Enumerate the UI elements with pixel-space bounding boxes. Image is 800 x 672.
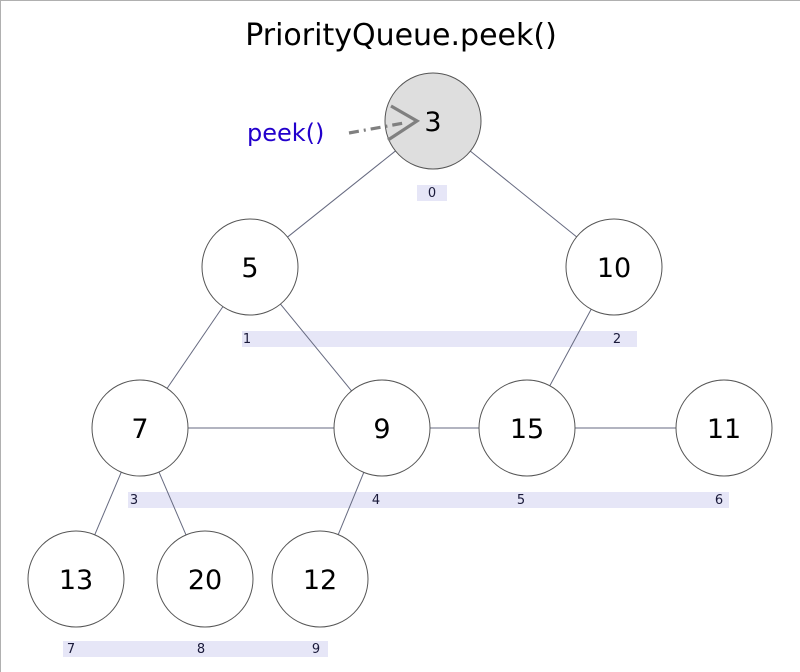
tree-edge	[158, 471, 187, 536]
index-band	[63, 641, 328, 657]
node-circle[interactable]	[675, 379, 773, 477]
index-band	[417, 185, 447, 201]
tree-edge	[280, 303, 352, 392]
node-value-label: 15	[510, 414, 544, 445]
tree-node[interactable]: 9	[333, 379, 431, 477]
tree-edge-group	[94, 150, 676, 536]
peek-callout: peek()	[247, 104, 421, 147]
node-value-label: 9	[373, 414, 390, 445]
node-circle[interactable]	[156, 530, 254, 628]
node-circle[interactable]	[478, 379, 576, 477]
tree-edge	[337, 472, 365, 535]
tree-node[interactable]: 13	[27, 530, 125, 628]
node-value-label: 13	[59, 565, 93, 596]
node-value-label: 7	[131, 414, 148, 445]
tree-edge	[470, 150, 577, 238]
tree-node[interactable]: 3	[384, 72, 482, 170]
node-index-label: 0	[428, 186, 436, 201]
tree-edge	[94, 471, 122, 536]
page-title: PriorityQueue.peek()	[245, 18, 557, 53]
tree-edge	[166, 306, 224, 389]
tree-node[interactable]: 12	[271, 530, 369, 628]
tree-edge	[549, 308, 592, 387]
node-value-label: 11	[707, 414, 741, 445]
node-index-label: 8	[197, 642, 205, 657]
node-index-label: 7	[67, 642, 75, 657]
node-circle[interactable]	[201, 218, 299, 316]
node-value-label: 3	[424, 107, 441, 138]
node-circle[interactable]	[333, 379, 431, 477]
node-value-label: 20	[188, 565, 222, 596]
node-index-label: 2	[613, 332, 621, 347]
node-index-label: 5	[517, 493, 525, 508]
index-band	[242, 331, 637, 347]
node-index-label: 4	[372, 493, 380, 508]
node-value-label: 12	[303, 565, 337, 596]
tree-node[interactable]: 11	[675, 379, 773, 477]
node-index-label: 1	[243, 332, 251, 347]
tree-node[interactable]: 20	[156, 530, 254, 628]
node-index-label: 3	[130, 493, 138, 508]
tree-node[interactable]: 15	[478, 379, 576, 477]
node-index-label: 9	[312, 642, 320, 657]
peek-arrow-line	[348, 121, 405, 135]
node-value-label: 10	[597, 253, 631, 284]
node-index-label: 6	[715, 493, 723, 508]
tree-edge	[287, 150, 396, 238]
peek-arrow-head-icon	[387, 104, 421, 142]
index-band	[128, 492, 729, 508]
node-circle[interactable]	[27, 530, 125, 628]
tree-node[interactable]: 5	[201, 218, 299, 316]
node-value-label: 5	[241, 253, 258, 284]
node-circle[interactable]	[91, 379, 189, 477]
node-circle[interactable]	[565, 218, 663, 316]
node-circle-highlighted[interactable]	[384, 72, 482, 170]
tree-node[interactable]: 10	[565, 218, 663, 316]
node-circle[interactable]	[271, 530, 369, 628]
tree-node[interactable]: 7	[91, 379, 189, 477]
peek-callout-label: peek()	[247, 119, 324, 147]
